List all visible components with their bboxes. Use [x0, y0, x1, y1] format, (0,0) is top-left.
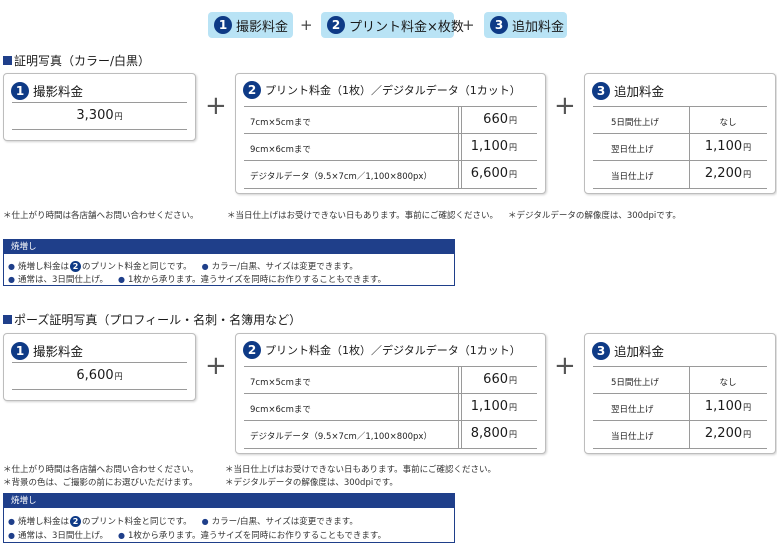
table-row: 7cm×5cmまで 660円: [244, 106, 537, 134]
note: ＊当日仕上げはお受けできない日もあります。事前にご確認ください。: [227, 211, 498, 221]
table-row: 7cm×5cmまで 660円: [244, 366, 537, 394]
note: ＊デジタルデータの解像度は、300dpiです。: [225, 478, 398, 488]
reprint-line: ● 焼増し料金は 2 のプリント料金と同じです。 ● カラー/白黒、サイズは変更…: [8, 260, 358, 272]
number-1-icon: 1: [11, 341, 29, 360]
reprint-line: ● 通常は、3日間仕上げ。 ● 1枚から承ります。違うサイズを同時にお作りするこ…: [8, 274, 387, 286]
note: ＊仕上がり時間は各店舗へお問い合わせください。: [3, 211, 199, 221]
number-1-icon: 1: [214, 16, 232, 34]
bullet-icon: ●: [117, 274, 125, 284]
bullet-icon: ●: [8, 530, 15, 540]
table-row: 5日間仕上げ なし: [593, 106, 767, 134]
plus-sign: +: [300, 16, 313, 34]
shooting-fee-box: 1 撮影料金 6,600円: [3, 333, 196, 401]
bullet-icon: ●: [8, 274, 15, 284]
price-row: 3,300円: [12, 102, 187, 130]
table-row: デジタルデータ（9.5×7cm／1,100×800px） 8,800円: [244, 420, 537, 449]
reprint-box: ● 焼増し料金は 2 のプリント料金と同じです。 ● カラー/白黒、サイズは変更…: [3, 507, 455, 543]
reprint-tab: 焼増し: [3, 239, 455, 253]
additional-fee-box: 3 追加料金 5日間仕上げ なし 翌日仕上げ 1,100円 当日仕上げ 2,20…: [584, 333, 776, 454]
number-2-icon: 2: [243, 341, 261, 359]
plus-sign: +: [205, 351, 227, 381]
box-title: 2 プリント料金（1枚）／デジタルデータ（1カット）: [243, 81, 521, 99]
price-row: 6,600円: [12, 362, 187, 390]
plus-sign: +: [554, 351, 576, 381]
bullet-icon: ●: [117, 530, 125, 540]
reprint-box: ● 焼増し料金は 2 のプリント料金と同じです。 ● カラー/白黒、サイズは変更…: [3, 253, 455, 286]
box-title: 1 撮影料金: [11, 81, 83, 100]
number-2-icon: 2: [243, 81, 261, 99]
formula-label: 撮影料金: [236, 19, 289, 35]
formula-print-fee: 2 プリント料金×枚数: [321, 12, 464, 38]
section-title: 証明写真（カラー/白黒）: [3, 52, 150, 69]
print-fee-box: 2 プリント料金（1枚）／デジタルデータ（1カット） 7cm×5cmまで 660…: [235, 333, 546, 454]
formula-shooting-fee: 1 撮影料金: [208, 12, 293, 38]
formula-additional-fee: 3 追加料金: [484, 12, 567, 38]
bullet-icon: ●: [201, 261, 209, 271]
shooting-fee-box: 1 撮影料金 3,300円: [3, 73, 196, 141]
formula-label: プリント料金×枚数: [349, 19, 464, 35]
table-row: 翌日仕上げ 1,100円: [593, 133, 767, 161]
note: ＊当日仕上げはお受けできない日もあります。事前にご確認ください。: [225, 465, 496, 475]
reprint-line: ● 通常は、3日間仕上げ。 ● 1枚から承ります。違うサイズを同時にお作りするこ…: [8, 530, 387, 542]
section-title: ポーズ証明写真（プロフィール・名刺・名簿用など）: [3, 311, 301, 328]
note: ＊デジタルデータの解像度は、300dpiです。: [508, 211, 681, 221]
number-3-icon: 3: [490, 16, 508, 34]
plus-sign: +: [462, 16, 475, 34]
bullet-icon: ●: [8, 261, 15, 271]
box-title: 2 プリント料金（1枚）／デジタルデータ（1カット）: [243, 341, 521, 359]
square-bullet-icon: [3, 56, 12, 65]
price-value: 3,300円: [76, 108, 123, 123]
table-row: 翌日仕上げ 1,100円: [593, 393, 767, 421]
bullet-icon: ●: [8, 516, 15, 526]
table-row: 5日間仕上げ なし: [593, 366, 767, 394]
bullet-icon: ●: [201, 516, 209, 526]
table-row: 9cm×6cmまで 1,100円: [244, 133, 537, 161]
note: ＊仕上がり時間は各店舗へお問い合わせください。: [3, 465, 199, 475]
note: ＊背景の色は、ご撮影の前にお選びいただけます。: [3, 478, 198, 488]
reprint-line: ● 焼増し料金は 2 のプリント料金と同じです。 ● カラー/白黒、サイズは変更…: [8, 515, 358, 527]
number-2-icon: 2: [70, 515, 81, 527]
table-row: 当日仕上げ 2,200円: [593, 420, 767, 449]
number-3-icon: 3: [592, 341, 610, 360]
table-row: 当日仕上げ 2,200円: [593, 160, 767, 189]
table-row: デジタルデータ（9.5×7cm／1,100×800px） 6,600円: [244, 160, 537, 189]
box-title: 3 追加料金: [592, 341, 664, 360]
formula-label: 追加料金: [512, 19, 565, 35]
table-row: 9cm×6cmまで 1,100円: [244, 393, 537, 421]
box-title: 3 追加料金: [592, 81, 664, 100]
number-2-icon: 2: [70, 260, 81, 272]
reprint-tab: 焼増し: [3, 493, 455, 507]
box-title: 1 撮影料金: [11, 341, 83, 360]
number-1-icon: 1: [11, 81, 29, 100]
price-value: 6,600円: [76, 368, 123, 383]
number-3-icon: 3: [592, 81, 610, 100]
plus-sign: +: [554, 91, 576, 121]
plus-sign: +: [205, 91, 227, 121]
additional-fee-box: 3 追加料金 5日間仕上げ なし 翌日仕上げ 1,100円 当日仕上げ 2,20…: [584, 73, 776, 194]
number-2-icon: 2: [327, 16, 345, 34]
print-fee-box: 2 プリント料金（1枚）／デジタルデータ（1カット） 7cm×5cmまで 660…: [235, 73, 546, 194]
square-bullet-icon: [3, 315, 12, 324]
